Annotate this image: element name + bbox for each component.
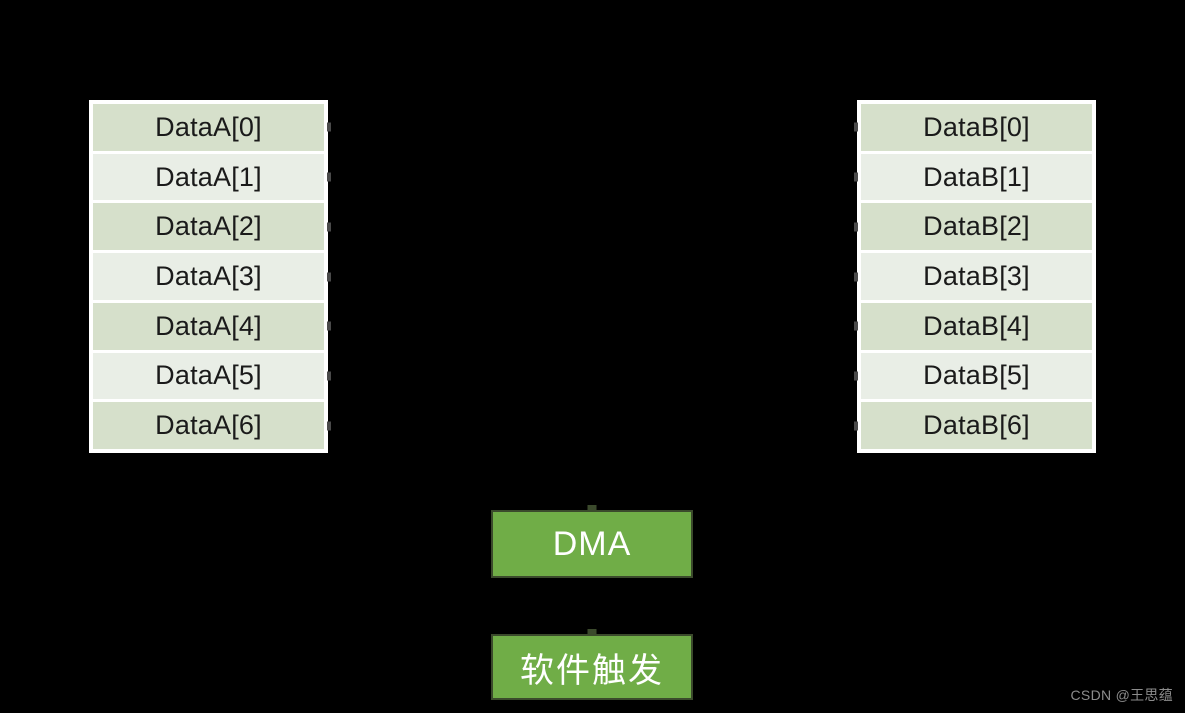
table-row: DataA[4]	[93, 302, 331, 350]
connector-stub-icon	[854, 222, 858, 232]
connector-stub-icon	[327, 321, 331, 331]
cell-label: DataA[2]	[155, 211, 262, 242]
connector-stub-icon	[854, 122, 858, 132]
table-row: DataA[6]	[93, 402, 331, 450]
table-row: DataB[2]	[854, 203, 1092, 251]
dma-box-label: DMA	[552, 524, 632, 563]
cell-label: DataB[5]	[923, 360, 1030, 391]
table-row: DataB[0]	[854, 104, 1092, 151]
table-row: DataA[1]	[93, 153, 331, 201]
cell-label: DataA[6]	[155, 410, 262, 441]
table-row: DataB[6]	[854, 402, 1092, 450]
table-row: DataB[1]	[854, 153, 1092, 201]
connector-stub-icon	[327, 222, 331, 232]
connector-stub-icon	[854, 172, 858, 182]
cell-label: DataB[2]	[923, 211, 1030, 242]
table-row: DataA[5]	[93, 352, 331, 400]
destination-buffer-table: DataB[0] DataB[1] DataB[2] DataB[3] Data…	[854, 100, 1096, 453]
cell-label: DataA[5]	[155, 360, 262, 391]
connector-stub-icon	[327, 272, 331, 282]
connector-stub-icon	[327, 122, 331, 132]
cell-label: DataA[1]	[155, 161, 262, 192]
table-row: DataA[0]	[93, 104, 331, 151]
cell-label: DataA[0]	[155, 111, 262, 142]
source-buffer-table: DataA[0] DataA[1] DataA[2] DataA[3] Data…	[89, 100, 331, 453]
connector-stub-icon	[854, 321, 858, 331]
cell-label: DataB[1]	[923, 161, 1030, 192]
cell-label: DataA[4]	[155, 310, 262, 341]
connector-stub-icon	[854, 371, 858, 381]
dma-box: DMA	[491, 505, 693, 578]
table-row: DataA[2]	[93, 203, 331, 251]
table-row: DataB[4]	[854, 302, 1092, 350]
table-row: DataB[3]	[854, 253, 1092, 300]
connector-stub-icon	[327, 371, 331, 381]
connector-stub-icon	[854, 272, 858, 282]
watermark: CSDN @王思蕴	[1070, 687, 1173, 703]
connector-stub-icon	[327, 421, 331, 431]
cell-label: DataB[3]	[923, 261, 1030, 292]
connector-stub-icon	[327, 172, 331, 182]
table-row: DataA[3]	[93, 253, 331, 300]
cell-label: DataB[6]	[923, 410, 1030, 441]
connector-stub-icon	[587, 505, 597, 510]
cell-label: DataB[4]	[923, 310, 1030, 341]
cell-label: DataA[3]	[155, 261, 262, 292]
connector-stub-icon	[587, 629, 597, 634]
table-row: DataB[5]	[854, 352, 1092, 400]
connector-stub-icon	[854, 421, 858, 431]
software-trigger-box-label: 软件触发	[520, 651, 664, 690]
cell-label: DataB[0]	[923, 111, 1030, 142]
software-trigger-box: 软件触发	[491, 629, 693, 700]
